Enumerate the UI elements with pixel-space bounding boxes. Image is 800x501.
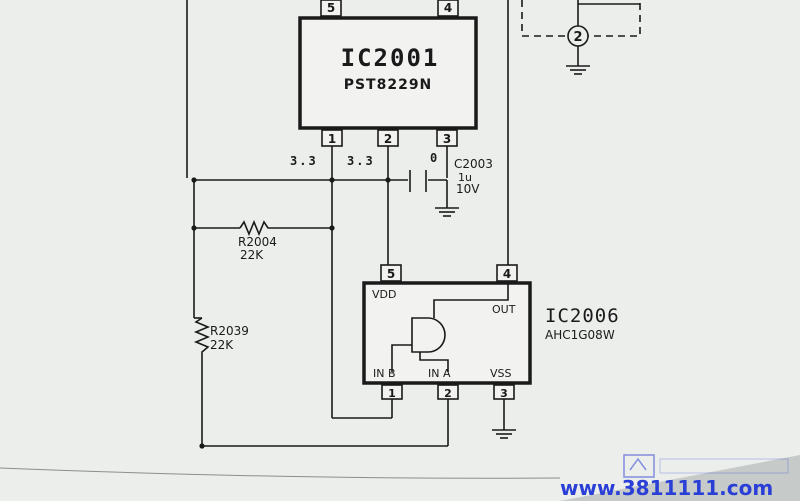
ic2001-pin2-box — [377, 129, 399, 147]
r2004-value: 22K — [240, 248, 264, 262]
junction-dot — [385, 177, 391, 183]
junction-dot — [329, 177, 335, 183]
ic2001-pin4-box — [437, 0, 459, 17]
ic2006-inb-label: IN B — [373, 367, 396, 380]
watermark-site: www.3811111.com — [560, 476, 773, 500]
ground-symbol-ic2006 — [492, 429, 516, 439]
voltage-pin1: 3.3 — [290, 154, 318, 168]
ic2006-pin4-box — [496, 264, 518, 282]
junction-dot — [329, 225, 335, 231]
ic2001-pin2-number: 2 — [384, 132, 392, 146]
ic2001-ref: IC2001 — [341, 44, 440, 72]
ic2006-part: AHC1G08W — [545, 328, 615, 342]
watermark-logo-mark — [623, 454, 789, 478]
ic2006-pin2-box — [437, 384, 459, 400]
dashed-box — [521, 0, 641, 37]
ic2006-vdd-label: VDD — [372, 288, 396, 301]
page-edge-shadow — [560, 455, 800, 501]
voltage-pin2: 3.3 — [347, 154, 375, 168]
ic2006-pin3-box — [493, 384, 515, 400]
ic2001-pin3-box — [436, 129, 458, 147]
r2039-ref: R2039 — [210, 324, 249, 338]
ic2006-vss-label: VSS — [490, 367, 512, 380]
page-curve — [0, 467, 561, 479]
ic2006-pin4-number: 4 — [503, 267, 511, 281]
r2004-ref: R2004 — [238, 235, 277, 249]
ic2006-out-label: OUT — [492, 303, 516, 316]
ic2006-pin2-number: 2 — [444, 387, 452, 400]
ic2006-pin5-box — [380, 264, 402, 282]
ic2006-pin3-number: 3 — [500, 387, 508, 400]
ic2006-ref: IC2006 — [545, 305, 620, 327]
ic2001-pin4-number: 4 — [444, 1, 452, 15]
ic2006-pin1-number: 1 — [388, 387, 396, 400]
ground-symbol-top-right — [566, 65, 590, 75]
gate-in-b-wire — [391, 344, 412, 372]
ic2001-body — [298, 16, 478, 130]
r2039-value: 22K — [210, 338, 234, 352]
ic2001-pin5-number: 5 — [327, 1, 335, 15]
voltage-pin3: 0 — [430, 151, 437, 165]
ic2006-pin1-box — [381, 384, 403, 400]
junction-dot — [191, 225, 197, 231]
ic2001-pin5-box — [320, 0, 342, 17]
ic2001-part: PST8229N — [344, 77, 433, 93]
ic2006-pin5-number: 5 — [387, 267, 395, 281]
node-number: 2 — [573, 30, 582, 45]
c2003-ref: C2003 — [454, 157, 493, 171]
gate-in-a-wire — [419, 352, 449, 372]
ic2001-pin3-number: 3 — [443, 132, 451, 146]
ic2001-pin1-box — [321, 129, 343, 147]
r2004-zigzag — [239, 219, 270, 237]
ground-symbol-cap — [435, 207, 459, 217]
ic2001-pin1-number: 1 — [328, 132, 336, 146]
ic2006-ina-label: IN A — [428, 367, 451, 380]
junction-dot — [199, 443, 205, 449]
c2003-value: 1u — [458, 171, 472, 184]
r2039-zigzag — [193, 317, 211, 356]
and-gate-symbol — [411, 317, 446, 353]
gate-out-wire — [433, 283, 509, 318]
node-circle — [567, 25, 589, 47]
c2003-voltage: 10V — [456, 182, 480, 196]
junction-dot — [191, 177, 197, 183]
